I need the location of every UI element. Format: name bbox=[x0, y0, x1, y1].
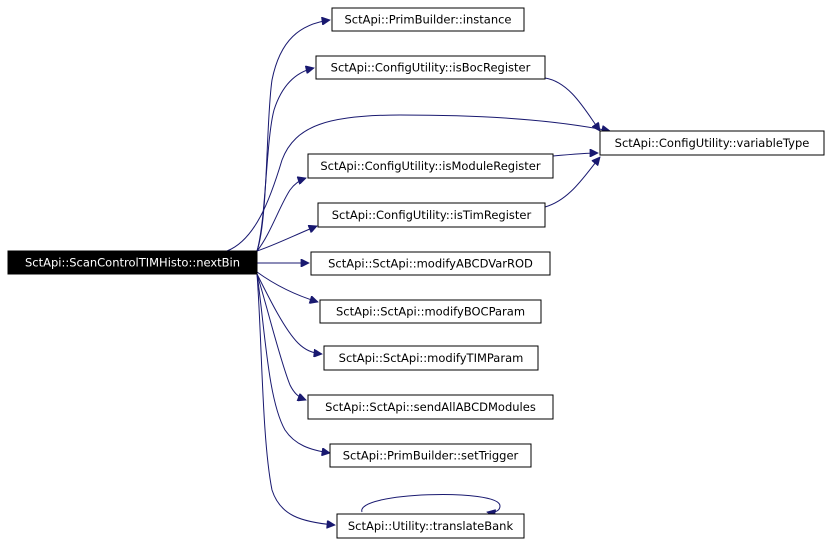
edge-root-isBoc bbox=[256, 68, 314, 252]
node-isTimRegister[interactable]: SctApi::ConfigUtility::isTimRegister bbox=[317, 202, 546, 228]
node-isModuleRegister-label: SctApi::ConfigUtility::isModuleRegister bbox=[320, 159, 541, 173]
node-instance[interactable]: SctApi::PrimBuilder::instance bbox=[331, 7, 525, 32]
edge-isTim-varType bbox=[544, 157, 600, 208]
node-isModuleRegister[interactable]: SctApi::ConfigUtility::isModuleRegister bbox=[307, 153, 554, 179]
edge-root-tim bbox=[256, 273, 322, 354]
edge-root-trigger bbox=[256, 273, 330, 453]
node-modifyBOCParam-label: SctApi::SctApi::modifyBOCParam bbox=[336, 305, 525, 319]
edge-root-varType bbox=[226, 114, 610, 252]
node-setTrigger-label: SctApi::PrimBuilder::setTrigger bbox=[343, 449, 519, 463]
edge-root-instance bbox=[256, 20, 330, 252]
node-isTimRegister-label: SctApi::ConfigUtility::isTimRegister bbox=[332, 208, 532, 222]
edge-translate-self bbox=[361, 494, 501, 513]
edge-root-translate bbox=[256, 273, 335, 525]
edge-isModule-varType bbox=[552, 153, 598, 156]
node-translateBank-label: SctApi::Utility::translateBank bbox=[348, 519, 514, 533]
edge-isBoc-varType bbox=[544, 77, 600, 131]
node-root-label: SctApi::ScanControlTIMHisto::nextBin bbox=[25, 256, 240, 270]
node-isBocRegister[interactable]: SctApi::ConfigUtility::isBocRegister bbox=[315, 55, 546, 80]
node-root[interactable]: SctApi::ScanControlTIMHisto::nextBin bbox=[7, 250, 258, 275]
edges bbox=[226, 20, 610, 525]
node-sendAllABCDModules-label: SctApi::SctApi::sendAllABCDModules bbox=[325, 400, 536, 414]
nodes: SctApi::ScanControlTIMHisto::nextBin Sct… bbox=[7, 7, 825, 539]
node-sendAllABCDModules[interactable]: SctApi::SctApi::sendAllABCDModules bbox=[307, 394, 554, 420]
edge-root-sendAll bbox=[256, 273, 306, 400]
node-instance-label: SctApi::PrimBuilder::instance bbox=[344, 13, 511, 27]
edge-root-boc bbox=[256, 271, 318, 302]
node-variableType-label: SctApi::ConfigUtility::variableType bbox=[615, 136, 810, 150]
edge-root-isModule bbox=[256, 178, 306, 252]
node-modifyABCDVarROD[interactable]: SctApi::SctApi::modifyABCDVarROD bbox=[310, 251, 551, 276]
node-translateBank[interactable]: SctApi::Utility::translateBank bbox=[336, 513, 525, 539]
node-modifyABCDVarROD-label: SctApi::SctApi::modifyABCDVarROD bbox=[328, 257, 533, 271]
node-modifyBOCParam[interactable]: SctApi::SctApi::modifyBOCParam bbox=[319, 299, 542, 324]
node-modifyTIMParam-label: SctApi::SctApi::modifyTIMParam bbox=[339, 351, 524, 365]
node-isBocRegister-label: SctApi::ConfigUtility::isBocRegister bbox=[331, 61, 531, 75]
node-variableType[interactable]: SctApi::ConfigUtility::variableType bbox=[599, 130, 825, 156]
edge-root-isTim bbox=[256, 226, 317, 252]
node-modifyTIMParam[interactable]: SctApi::SctApi::modifyTIMParam bbox=[323, 345, 539, 371]
node-setTrigger[interactable]: SctApi::PrimBuilder::setTrigger bbox=[329, 443, 532, 468]
